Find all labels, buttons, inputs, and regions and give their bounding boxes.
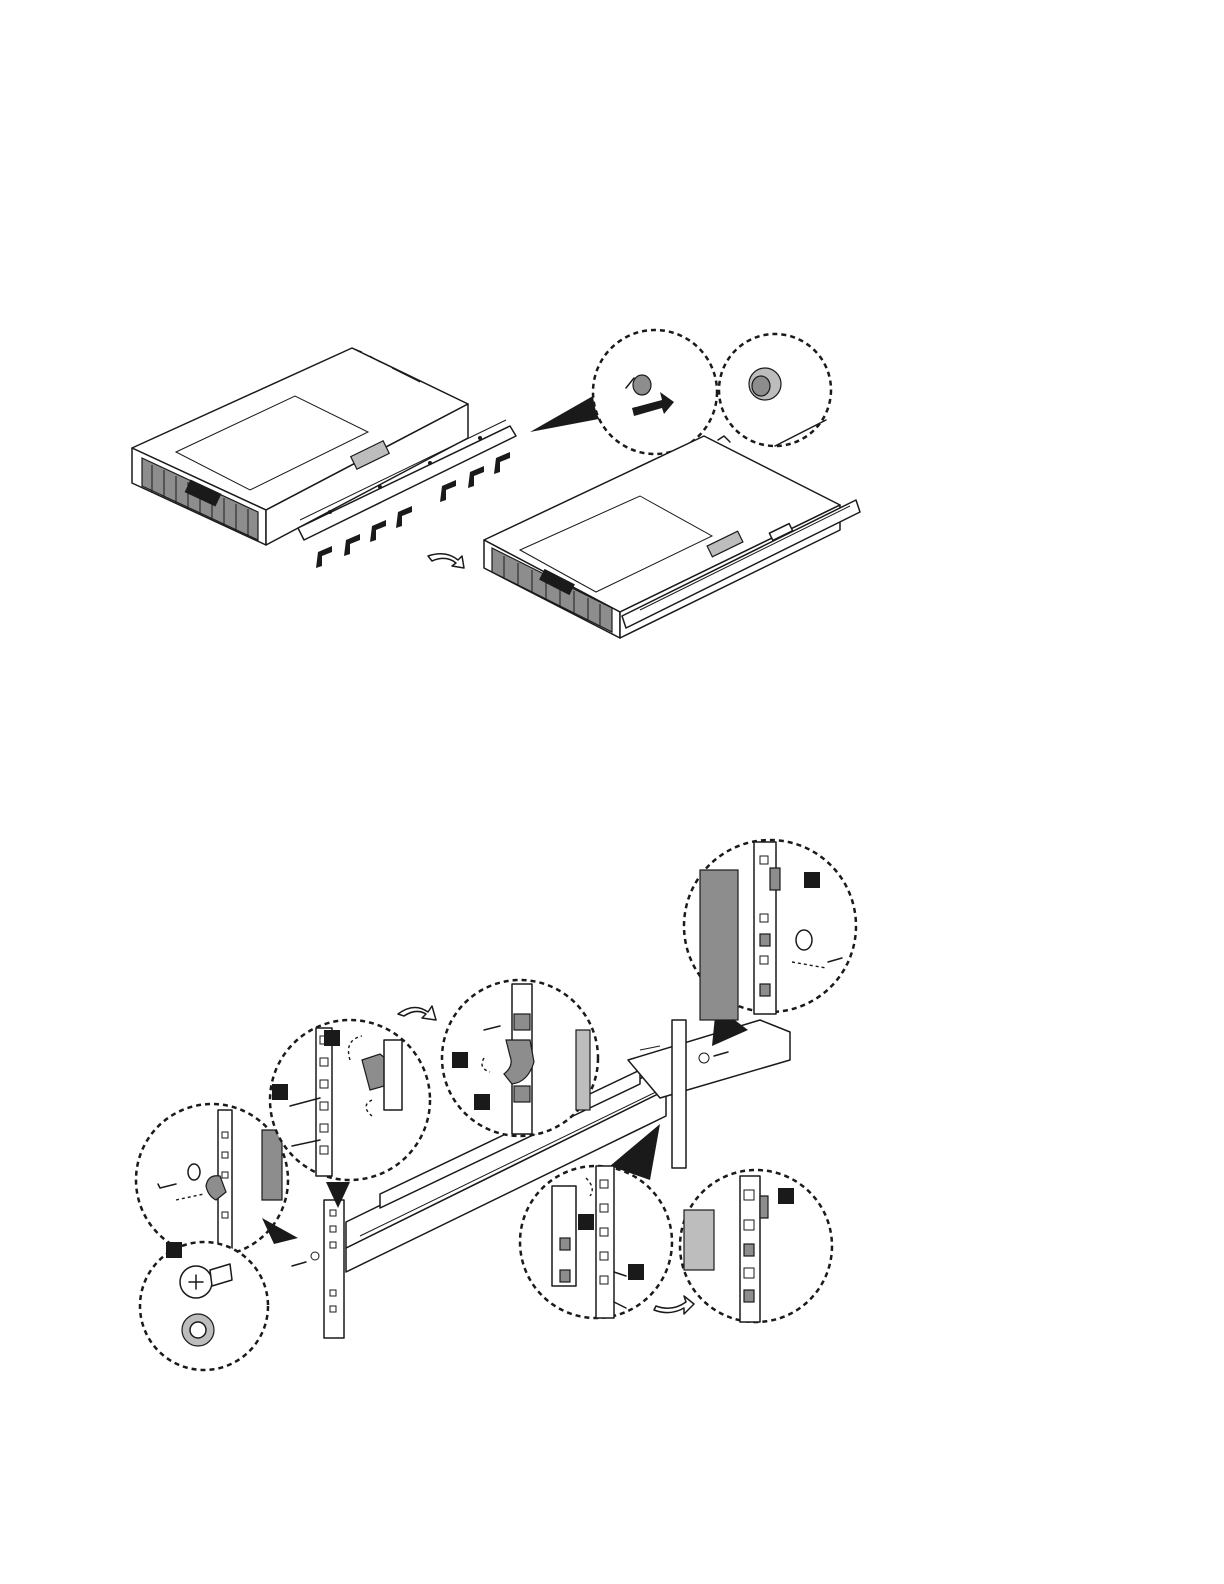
washer-icon: [188, 1164, 200, 1180]
step-marker: [804, 872, 820, 888]
step-marker: [778, 1188, 794, 1204]
washer-icon: [796, 930, 812, 950]
rotate-arrow-icon: [654, 1296, 694, 1314]
rotate-arrow-icon: [398, 1006, 436, 1020]
step-marker: [474, 1094, 490, 1110]
rotate-arrow-icon: [428, 554, 464, 568]
step-marker: [324, 1030, 340, 1046]
callout-front-screw: [136, 1104, 298, 1256]
callout-pin-after: [719, 334, 831, 446]
server-left: [132, 348, 468, 545]
callout-rear-latch-closed: [680, 1170, 832, 1322]
server-right: [484, 436, 860, 638]
front-rack-post: [292, 1182, 350, 1338]
top-panel: [132, 330, 860, 638]
callout-pointer: [530, 392, 604, 432]
callout-pin-before: [593, 330, 717, 454]
callout-rear-screw: [684, 840, 856, 1020]
step-marker: [272, 1084, 288, 1100]
callout-screw-detail: [140, 1242, 268, 1370]
step-marker: [452, 1052, 468, 1068]
step-marker: [166, 1242, 182, 1258]
callout-front-latch: [270, 1020, 430, 1180]
step-marker: [578, 1214, 594, 1230]
callout-latch-release: [442, 980, 598, 1136]
bottom-panel: [136, 840, 856, 1370]
callout-rear-latch-open: [520, 1166, 672, 1318]
step-marker: [628, 1264, 644, 1280]
